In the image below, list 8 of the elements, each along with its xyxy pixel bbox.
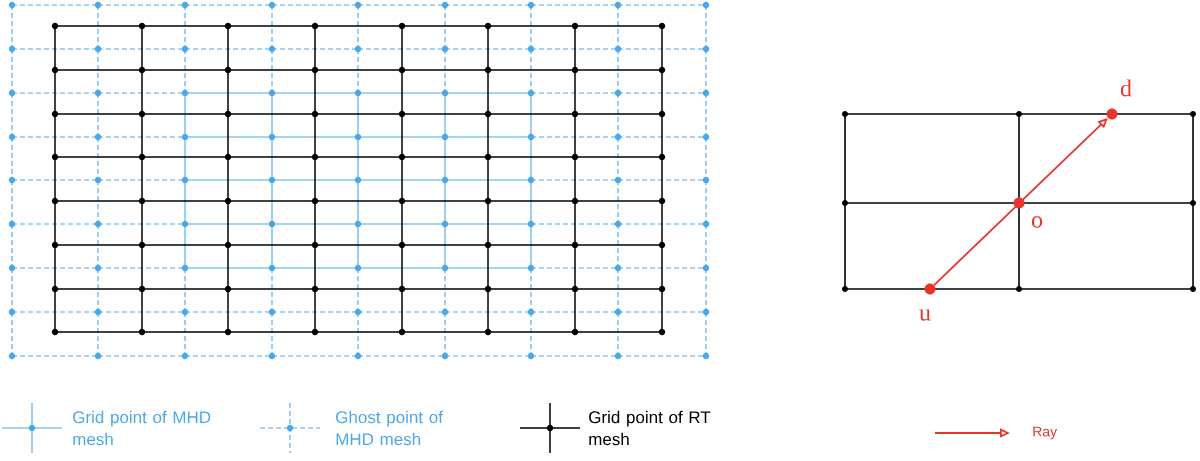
point-label: u (919, 309, 931, 321)
legend-label: Grid point of RT mesh (589, 410, 711, 446)
legend-label: Ghost point of MHD mesh (336, 410, 443, 446)
legend-label: Grid point of MHD mesh (73, 410, 211, 446)
point-label: o (1031, 216, 1043, 228)
ray-arrow (933, 118, 1108, 286)
legend-label: Ray (1033, 426, 1058, 440)
point-label: d (1120, 79, 1132, 97)
